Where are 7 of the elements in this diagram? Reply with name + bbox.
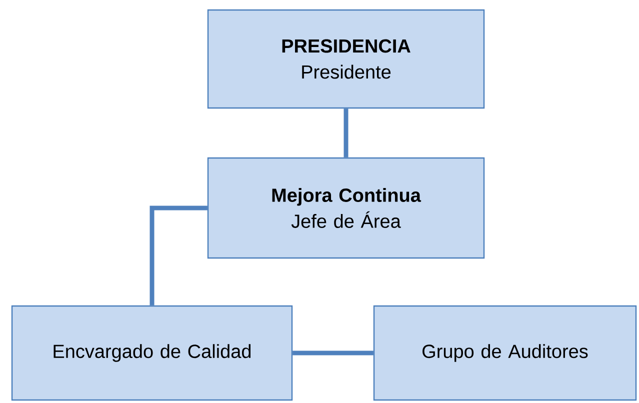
org-box: Grupo de Auditores <box>373 305 637 401</box>
connector-line <box>292 350 374 356</box>
org-box: PRESIDENCIA Presidente <box>207 9 485 109</box>
connector-line <box>344 108 348 158</box>
connector-line <box>150 206 208 306</box>
org-box: Mejora Continua Jefe de Área <box>207 157 485 259</box>
org-box: Encvargado de Calidad <box>11 305 293 401</box>
